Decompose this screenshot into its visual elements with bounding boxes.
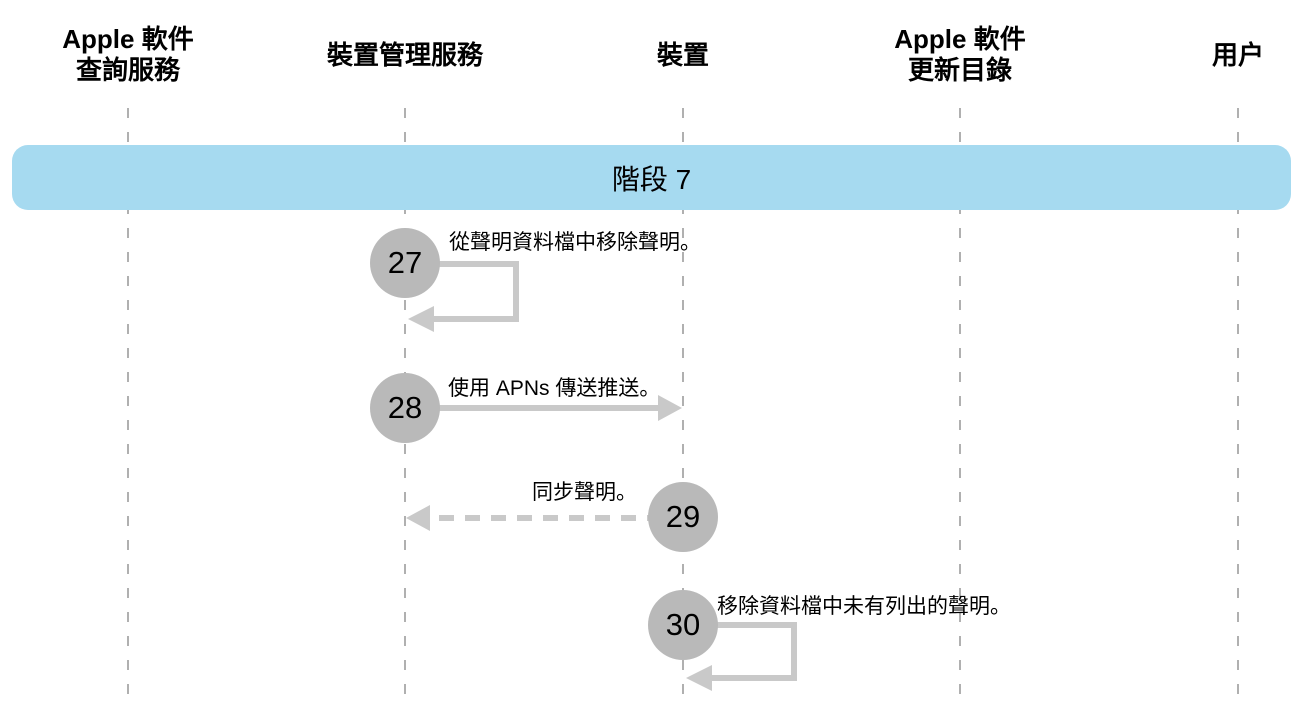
step-circle-27: 27 [370, 228, 440, 298]
lifeline-header-user: 用户 [1098, 18, 1303, 92]
step-label-27: 從聲明資料檔中移除聲明。 [449, 231, 701, 254]
step-label-29: 同步聲明。 [532, 481, 637, 504]
lifeline-header-device-management-service: 裝置管理服務 [265, 18, 545, 92]
solid-arrow-28 [405, 395, 682, 421]
lifeline-header-label: 裝置管理服務 [326, 39, 483, 70]
lifeline-apple-software-lookup-service [127, 108, 129, 705]
phase-banner-label: 階段 7 [611, 163, 692, 195]
dashed-arrow-29 [406, 505, 662, 531]
phase-banner: 階段 7 [12, 145, 1291, 210]
step-circle-29: 29 [648, 482, 718, 552]
lifeline-header-device: 裝置 [543, 18, 823, 92]
step-circle-30: 30 [648, 590, 718, 660]
step-circle-28: 28 [370, 373, 440, 443]
step-number: 30 [665, 607, 701, 642]
lifeline-device [682, 108, 684, 705]
step-number: 28 [387, 390, 423, 425]
self-loop-arrow-27 [405, 261, 519, 332]
lifeline-header-label: Apple 軟件 更新目錄 [894, 24, 1026, 85]
lifeline-apple-software-update-catalog [959, 108, 961, 705]
lifeline-header-apple-software-update-catalog: Apple 軟件 更新目錄 [820, 18, 1100, 92]
lifeline-user [1237, 108, 1239, 705]
lifeline-header-label: 用户 [1211, 39, 1264, 70]
step-number: 27 [387, 245, 423, 280]
step-label-28: 使用 APNs 傳送推送。 [448, 377, 661, 400]
step-label-30: 移除資料檔中未有列出的聲明。 [717, 595, 1011, 618]
lifeline-header-label: 裝置 [656, 39, 709, 70]
lifeline-header-apple-software-lookup-service: Apple 軟件 查詢服務 [0, 18, 268, 92]
lifeline-header-label: Apple 軟件 查詢服務 [62, 24, 194, 85]
step-number: 29 [665, 499, 701, 534]
self-loop-arrow-30 [683, 622, 797, 691]
